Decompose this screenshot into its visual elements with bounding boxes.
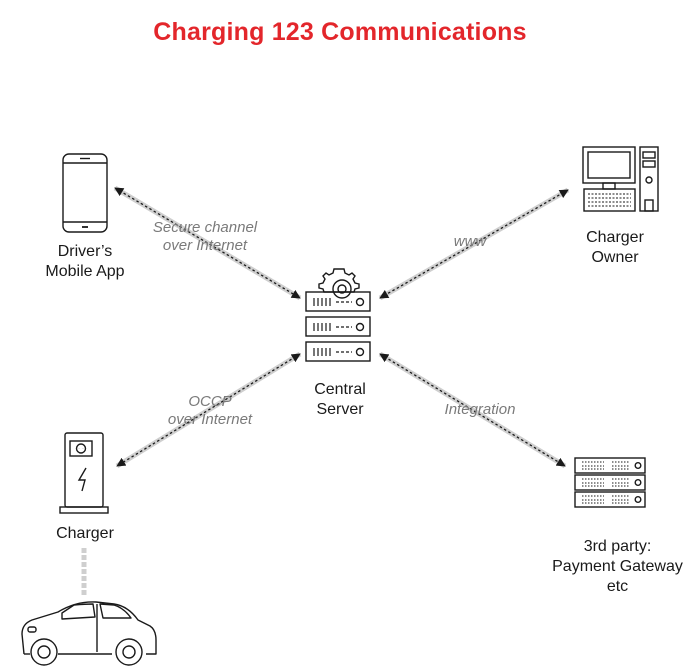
connector-owner-server — [378, 187, 570, 301]
edge-label-mobile-server: Secure channel over Internet — [152, 219, 258, 254]
thirdparty-server-icon — [574, 457, 646, 508]
car-icon — [21, 601, 157, 666]
connector-mobile-server — [113, 185, 302, 301]
node-label-mobile-app: Driver’s Mobile App — [45, 243, 125, 280]
edge-label-charger-server: OCCP over Internet — [167, 393, 253, 428]
diagram-title: Charging 123 Communications — [153, 18, 527, 46]
server-rack-icon — [305, 291, 371, 362]
ev-charger-icon — [59, 432, 109, 514]
connector-charger-server — [115, 351, 302, 469]
server-gear-icon — [318, 268, 360, 299]
mobile-phone-icon — [62, 153, 108, 233]
node-label-charger-owner: Charger Owner — [586, 229, 644, 266]
edge-label-server-thirdparty: Integration — [444, 401, 516, 418]
connector-server-thirdparty — [378, 351, 567, 469]
node-label-charger: Charger — [56, 525, 114, 542]
edge-label-owner-server: www — [453, 233, 487, 250]
node-label-central-server: Central Server — [314, 381, 366, 418]
desktop-computer-icon — [582, 146, 659, 212]
node-label-third-party: 3rd party: Payment Gateway etc — [552, 538, 683, 595]
